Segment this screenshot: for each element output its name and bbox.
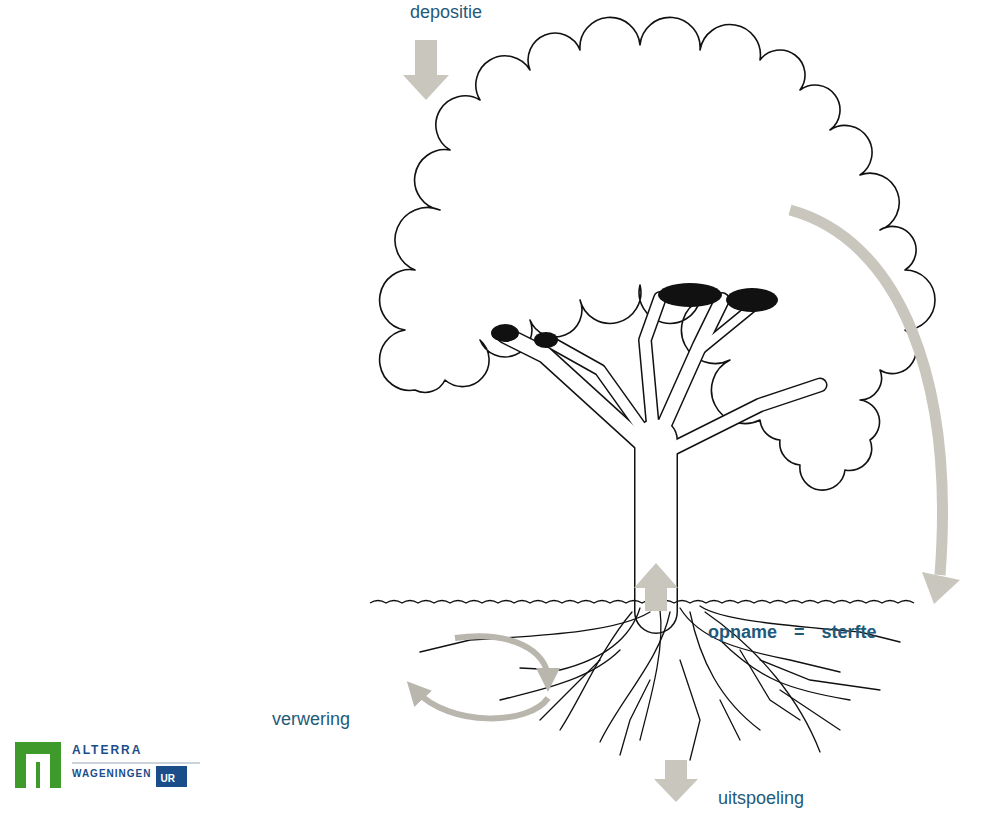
ground-line — [370, 601, 914, 604]
tree-branches — [505, 298, 820, 612]
tree-roots — [420, 606, 900, 760]
flux-label: depositie — [410, 2, 482, 23]
uptake-arrow — [634, 563, 678, 611]
logo-text: ALTERRA — [72, 744, 142, 758]
logo-box: UR — [156, 766, 187, 787]
deposition-arrow — [403, 40, 449, 100]
flux-label: uitspoeling — [718, 788, 804, 809]
tree-crown — [380, 17, 935, 490]
logo-text: UR — [160, 773, 174, 784]
balance-label: opname = sterfte — [708, 622, 877, 643]
weathering-cycle — [415, 636, 548, 718]
leaching-arrow — [654, 760, 698, 802]
logo-text: WAGENINGEN — [72, 768, 151, 780]
litterfall-arrow — [790, 210, 960, 604]
alterra-logo — [15, 742, 200, 788]
dark-foliage — [491, 283, 778, 348]
flux-label: verwering — [272, 709, 350, 730]
